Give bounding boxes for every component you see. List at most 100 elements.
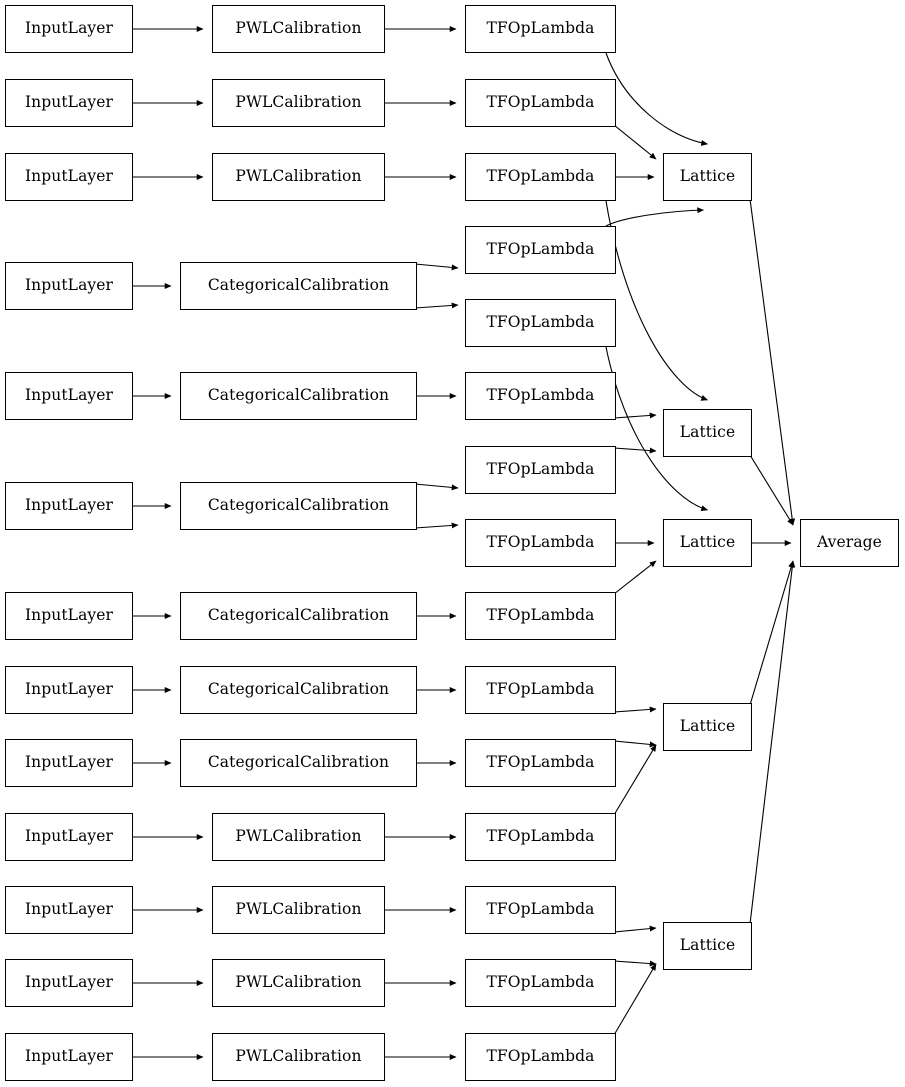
node-lam15[interactable]: TFOpLambda (465, 1033, 616, 1081)
node-lam6[interactable]: TFOpLambda (465, 372, 616, 420)
node-cal12[interactable]: PWLCalibration (212, 959, 385, 1007)
node-label: CategoricalCalibration (207, 606, 390, 625)
node-label: PWLCalibration (235, 827, 362, 846)
node-avg[interactable]: Average (800, 519, 899, 567)
node-label: Average (817, 533, 882, 552)
node-label: InputLayer (24, 973, 114, 992)
edge-lam12-to-lat4 (613, 744, 657, 816)
node-label: TFOpLambda (486, 167, 595, 186)
node-lat5[interactable]: Lattice (663, 922, 752, 970)
node-in1[interactable]: InputLayer (5, 5, 133, 53)
node-cal13[interactable]: PWLCalibration (212, 1033, 385, 1081)
node-in2[interactable]: InputLayer (5, 79, 133, 127)
node-label: PWLCalibration (235, 900, 362, 919)
edge-lam2-to-lat1 (613, 124, 657, 160)
node-label: TFOpLambda (486, 606, 595, 625)
edge-lat4-to-avg (749, 560, 795, 706)
node-in10[interactable]: InputLayer (5, 813, 133, 861)
node-cal2[interactable]: PWLCalibration (212, 79, 385, 127)
edge-lam9-to-lat3 (613, 560, 657, 595)
node-cal7[interactable]: CategoricalCalibration (180, 592, 417, 640)
node-lam2[interactable]: TFOpLambda (465, 79, 616, 127)
node-in8[interactable]: InputLayer (5, 666, 133, 714)
node-lam7[interactable]: TFOpLambda (465, 446, 616, 494)
node-cal5[interactable]: CategoricalCalibration (180, 372, 417, 420)
node-label: CategoricalCalibration (207, 680, 390, 699)
edge-lam6-to-lat2 (613, 412, 657, 419)
node-lam14[interactable]: TFOpLambda (465, 959, 616, 1007)
node-label: InputLayer (24, 606, 114, 625)
edge-lam13-to-lat5 (613, 925, 657, 933)
node-label: TFOpLambda (486, 680, 595, 699)
edge-lat2-to-avg (749, 454, 794, 526)
edge-lat1-to-avg (749, 198, 796, 526)
node-in4[interactable]: InputLayer (5, 262, 133, 310)
node-label: CategoricalCalibration (207, 496, 390, 515)
node-label: TFOpLambda (486, 240, 595, 259)
node-lam4[interactable]: TFOpLambda (465, 226, 616, 274)
node-in5[interactable]: InputLayer (5, 372, 133, 420)
node-lat2[interactable]: Lattice (663, 409, 752, 457)
edge-cal4-to-lam4 (414, 263, 459, 271)
node-label: Lattice (679, 423, 736, 442)
edge-lam3-to-lat2 (605, 200, 709, 401)
node-label: Lattice (679, 167, 736, 186)
node-lam11[interactable]: TFOpLambda (465, 739, 616, 787)
node-label: PWLCalibration (235, 1047, 362, 1066)
node-label: InputLayer (24, 753, 114, 772)
node-cal3[interactable]: PWLCalibration (212, 153, 385, 201)
node-lam12[interactable]: TFOpLambda (465, 813, 616, 861)
node-label: PWLCalibration (235, 19, 362, 38)
node-label: InputLayer (24, 680, 114, 699)
edge-lam14-to-lat5 (613, 960, 657, 967)
node-lat4[interactable]: Lattice (663, 703, 752, 751)
node-lam8[interactable]: TFOpLambda (465, 519, 616, 567)
node-in9[interactable]: InputLayer (5, 739, 133, 787)
node-lam1[interactable]: TFOpLambda (465, 5, 616, 53)
node-cal10[interactable]: PWLCalibration (212, 813, 385, 861)
edge-lam11-to-lat4 (613, 740, 657, 748)
edge-lam7-to-lat2 (613, 447, 657, 454)
edge-lat5-to-avg (749, 560, 796, 925)
node-label: TFOpLambda (486, 827, 595, 846)
node-label: TFOpLambda (486, 753, 595, 772)
node-in11[interactable]: InputLayer (5, 886, 133, 934)
node-label: InputLayer (24, 19, 114, 38)
node-label: TFOpLambda (486, 533, 595, 552)
node-cal9[interactable]: CategoricalCalibration (180, 739, 417, 787)
edge-lam10-to-lat4 (613, 706, 657, 713)
node-lat1[interactable]: Lattice (663, 153, 752, 201)
edge-cal6-to-lam7 (414, 483, 459, 491)
node-lam13[interactable]: TFOpLambda (465, 886, 616, 934)
node-label: CategoricalCalibration (207, 276, 390, 295)
node-in12[interactable]: InputLayer (5, 959, 133, 1007)
node-label: TFOpLambda (486, 93, 595, 112)
node-lam5[interactable]: TFOpLambda (465, 299, 616, 347)
node-in13[interactable]: InputLayer (5, 1033, 133, 1081)
node-label: InputLayer (24, 167, 114, 186)
edge-lam1-to-lat1 (605, 52, 709, 146)
node-label: Lattice (679, 717, 736, 736)
node-cal8[interactable]: CategoricalCalibration (180, 666, 417, 714)
node-in3[interactable]: InputLayer (5, 153, 133, 201)
node-label: PWLCalibration (235, 167, 362, 186)
node-label: TFOpLambda (486, 973, 595, 992)
node-in7[interactable]: InputLayer (5, 592, 133, 640)
node-label: Lattice (679, 533, 736, 552)
node-lam3[interactable]: TFOpLambda (465, 153, 616, 201)
node-lat3[interactable]: Lattice (663, 519, 752, 567)
node-label: PWLCalibration (235, 93, 362, 112)
node-cal11[interactable]: PWLCalibration (212, 886, 385, 934)
node-label: InputLayer (24, 1047, 114, 1066)
node-lam9[interactable]: TFOpLambda (465, 592, 616, 640)
node-lam10[interactable]: TFOpLambda (465, 666, 616, 714)
node-label: TFOpLambda (486, 900, 595, 919)
node-cal1[interactable]: PWLCalibration (212, 5, 385, 53)
node-label: InputLayer (24, 900, 114, 919)
node-in6[interactable]: InputLayer (5, 482, 133, 530)
node-cal6[interactable]: CategoricalCalibration (180, 482, 417, 530)
node-cal4[interactable]: CategoricalCalibration (180, 262, 417, 310)
edge-lam4-to-lat1 (605, 207, 705, 227)
